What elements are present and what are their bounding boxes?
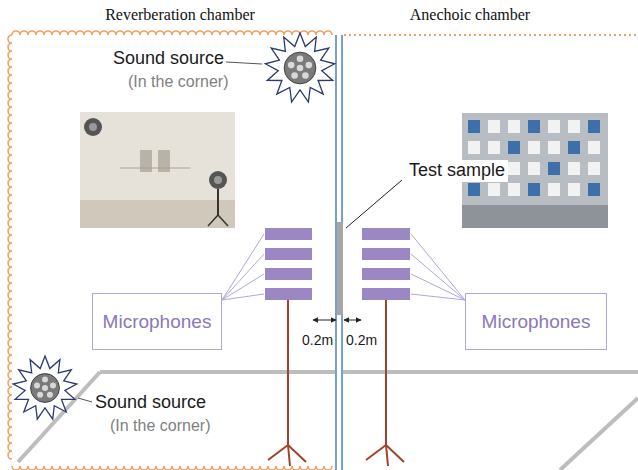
dimension-arrow [344,320,361,321]
chamber-border [8,35,12,459]
chamber-border [12,466,332,470]
tripod-stand [268,300,404,466]
annotation-label: Test sample [406,160,508,182]
chamber-photo [80,112,235,228]
wedge [508,162,520,175]
leader-line [222,234,465,300]
wedge [568,120,580,133]
wedge [588,183,600,196]
wedge [468,120,480,133]
starburst [13,356,77,419]
sound-source-icon [13,33,335,419]
speaker-driver [291,72,298,79]
wedge [528,120,540,133]
wedge [548,141,560,154]
starburst [265,33,334,102]
wedge [468,141,480,154]
speaker-driver [50,382,56,388]
annotation-label: Sound source [113,48,224,70]
speaker-driver [42,385,48,391]
wedge [548,162,560,175]
speaker-driver [42,377,48,383]
test-sample [337,222,343,315]
chamber-heading: Anechoic chamber [410,5,530,25]
wedge [548,183,560,196]
wedge [508,183,520,196]
wedge [588,162,600,175]
chamber-border [8,31,332,470]
chamber-border [12,31,332,35]
annotation-label: (In the corner) [110,416,210,435]
speaker-driver [47,392,53,398]
annotation-label: Sound source [95,392,206,414]
wedge [508,141,520,154]
wedge [488,183,500,196]
box-text: Microphones [482,311,591,333]
wedge [568,183,580,196]
wedge [528,162,540,175]
wedge [568,141,580,154]
wedge [548,120,560,133]
wedge [508,120,520,133]
floor-line [18,372,638,470]
speaker [31,374,60,403]
box-text: Microphones [103,311,212,333]
leader-line [78,398,92,402]
speaker-driver [34,382,40,388]
wedge [528,183,540,196]
speaker-driver [37,392,43,398]
label-box: Microphones [465,293,607,350]
speaker-driver [297,65,304,72]
wedge [528,141,540,154]
speaker-driver [297,56,304,63]
leader-line [346,180,402,228]
wall-line [335,35,337,470]
chamber-region: Anechoic chamberMicrophones [342,35,638,470]
speaker-driver [306,62,313,69]
speaker-driver [302,72,309,79]
speaker-driver [288,62,295,69]
speaker [284,52,316,84]
wedge [488,120,500,133]
wedge [588,120,600,133]
annotation-label: (In the corner) [128,72,228,91]
microphone [265,228,410,300]
dimension-arrow [313,320,336,321]
wedge [588,141,600,154]
leader-line [226,62,262,64]
label-box: Microphones [92,293,222,350]
wedge [488,141,500,154]
annotation-label: 0.2m [302,332,333,349]
annotation-label: 0.2m [346,332,377,349]
wedge [468,183,480,196]
chamber-heading: Reverberation chamber [105,5,255,25]
chamber-border [344,34,638,36]
wedge [568,162,580,175]
